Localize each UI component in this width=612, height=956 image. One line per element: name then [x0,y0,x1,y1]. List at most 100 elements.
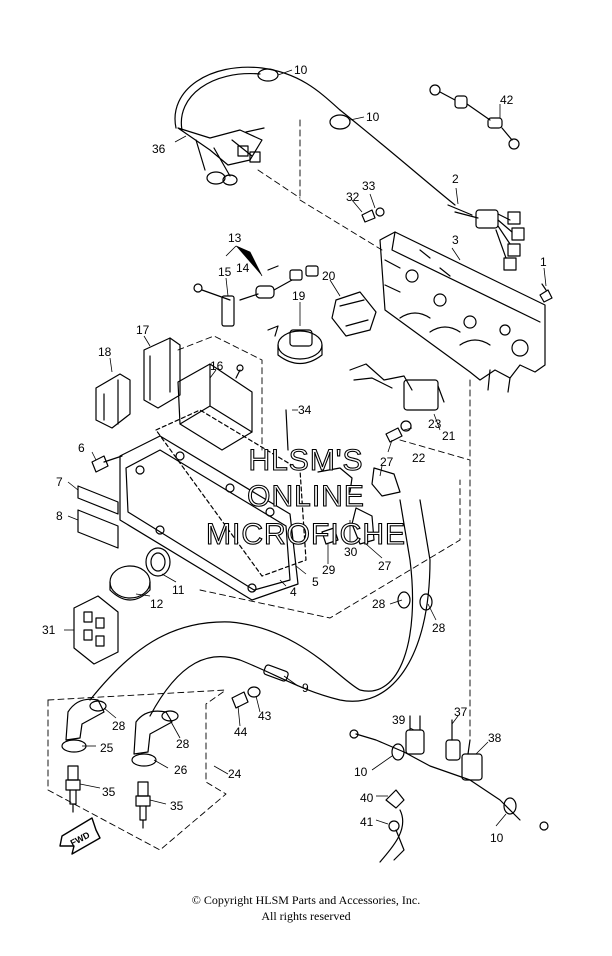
coil-27 [371,467,401,497]
bolt-29 [321,527,339,545]
copyright-line-2: All rights reserved [261,909,351,923]
callout-4: 4 [290,585,297,599]
callout-28: 28 [372,597,386,611]
leader-boxes [47,119,471,851]
spark-plug-35a [65,765,81,813]
callout-27: 27 [380,455,394,469]
callout-21: 21 [442,429,456,443]
callout-39: 39 [392,713,406,727]
clamp-10b [329,114,351,130]
clamp-28a [89,700,107,712]
harness-36 [174,66,341,186]
callout-2: 2 [452,172,459,186]
clamp-10a [257,68,279,82]
callout-7: 7 [56,475,63,489]
relay-19 [267,325,323,365]
lead-2 [447,204,525,271]
relay-20 [331,291,377,337]
callout-20: 20 [322,269,336,283]
callout-38: 38 [488,731,502,745]
copyright-line-1: © Copyright HLSM Parts and Accessories, … [191,893,421,907]
bolt-6 [91,455,123,473]
callout-12: 12 [150,597,164,611]
switch-38 [461,739,483,781]
grommet-9 [263,664,289,682]
callout-31: 31 [42,623,56,637]
harness-lower [355,733,521,821]
callout-22: 22 [412,451,426,465]
leader-lines [64,69,547,827]
watermark: HLSM'S ONLINE MICROFICHE [205,443,406,551]
callout-37: 37 [454,705,468,719]
rectifier-21 [349,363,445,411]
gasket-5 [155,409,307,577]
label-8 [77,509,119,549]
callout-32: 32 [346,190,360,204]
box-3 [379,231,546,393]
bracket-17 [143,337,181,409]
seal-11 [145,547,171,577]
screw-1 [539,283,553,303]
callout-26: 26 [174,763,188,777]
callout-6: 6 [78,441,85,455]
watermark-line-2: ONLINE [247,480,365,513]
callout-10: 10 [354,765,368,779]
coil-27b [351,507,375,545]
callout-34: 34 [298,403,312,417]
callout-8: 8 [56,509,63,523]
callout-16: 16 [210,359,224,373]
bolt-44 [231,691,249,709]
callout-33: 33 [362,179,376,193]
plug-cap-25 [61,698,105,753]
callout-14: 14 [236,261,250,275]
copyright-notice: © Copyright HLSM Parts and Accessories, … [0,892,612,924]
callout-numbers: 10 10 42 36 2 33 32 3 1 13 14 15 20 19 1… [42,63,547,845]
callout-28: 28 [176,737,190,751]
watermark-line-3: MICROFICHE [206,518,406,551]
bolt-34 [285,409,289,451]
bracket-18 [95,373,131,429]
callout-5: 5 [312,575,319,589]
callout-15: 15 [218,265,232,279]
clamp-10d [503,797,517,815]
callout-28: 28 [112,719,126,733]
callout-17: 17 [136,323,150,337]
washer-33 [375,207,385,217]
callout-27: 27 [378,559,392,573]
callout-40: 40 [360,791,374,805]
clamp-28d [419,593,433,611]
fitting-40 [385,789,405,809]
callout-9: 9 [302,681,309,695]
ht-lead-a [89,499,414,701]
callout-36: 36 [152,142,166,156]
lead-42 [429,84,520,150]
washer-23 [400,420,412,432]
label-15 [221,295,235,327]
collar-43 [247,686,261,698]
label-7 [77,485,119,515]
switch-37 [445,719,461,761]
ht-lead-b [149,499,431,717]
clamp-28b [161,710,179,722]
callout-43: 43 [258,709,272,723]
watermark-line-1: HLSM'S [248,444,363,477]
callout-11: 11 [172,583,185,597]
callout-41: 41 [360,815,374,829]
parts-diagram: 10 10 42 36 2 33 32 3 1 13 14 15 20 19 1… [42,63,553,863]
callout-42: 42 [500,93,514,107]
callout-3: 3 [452,233,459,247]
spark-plug-35b [135,781,151,829]
callout-25: 25 [100,741,114,755]
switch-39 [405,715,425,755]
callout-23: 23 [428,417,442,431]
callout-13: 13 [228,231,242,245]
callout-44: 44 [234,725,248,739]
ring-41 [388,820,400,832]
cdi-16 [177,363,253,451]
callout-10: 10 [294,63,308,77]
callout-28: 28 [432,621,446,635]
cover-4 [119,435,299,601]
plug-cap-26 [131,710,173,767]
clamp-10c [391,743,405,761]
callout-35: 35 [170,799,184,813]
